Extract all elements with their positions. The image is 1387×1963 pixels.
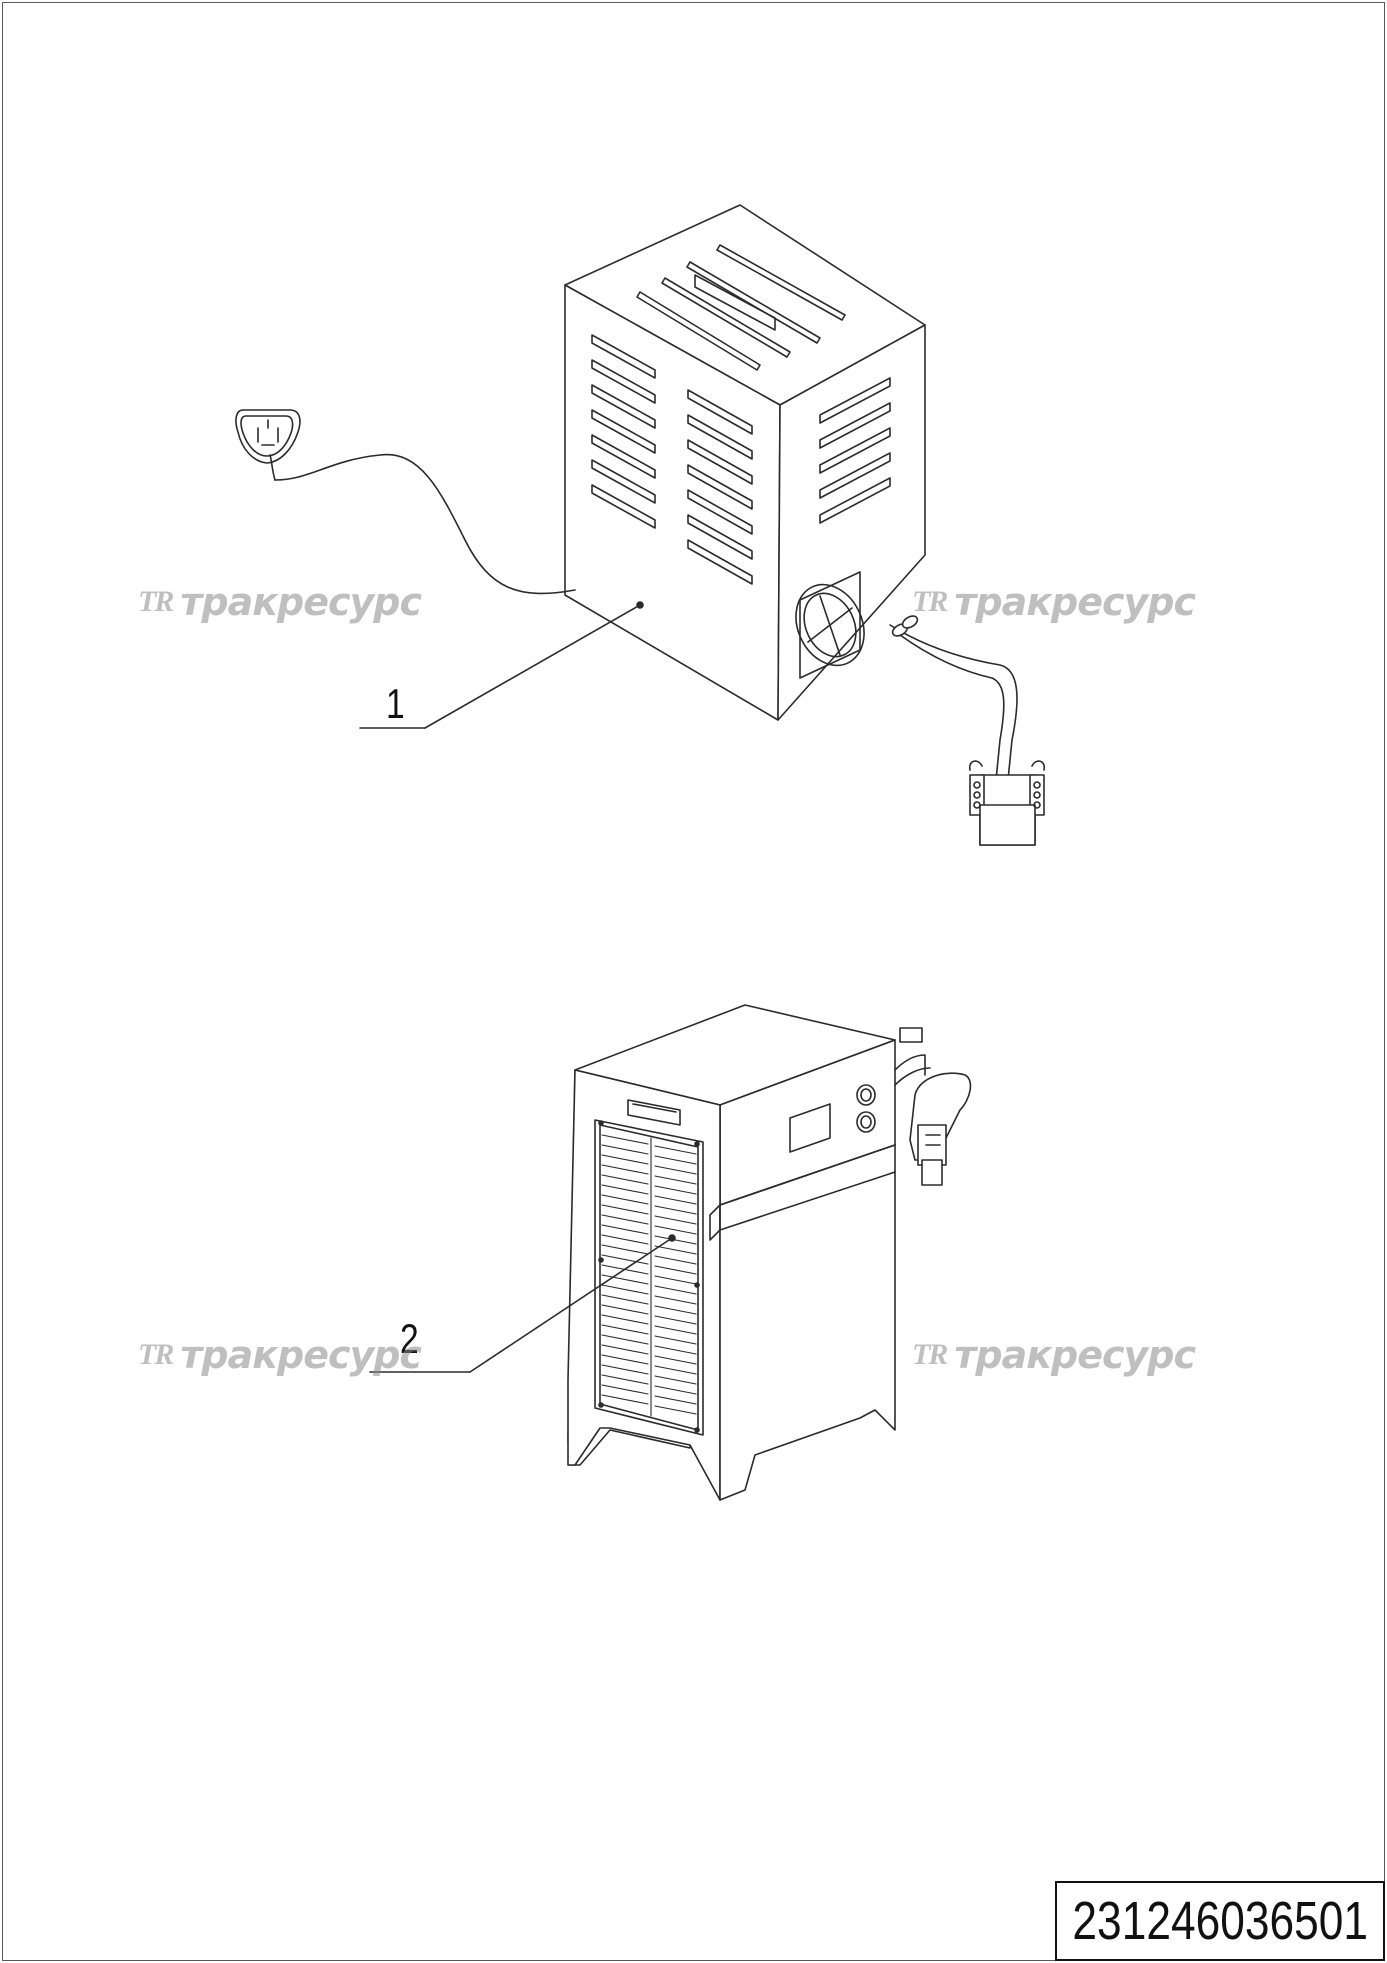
- front-vent-slots-left: [591, 334, 656, 529]
- watermark: TR тракресурс: [138, 580, 422, 624]
- battery-connector-2-icon: [909, 1072, 972, 1186]
- front-vent-slots-right: [687, 389, 753, 585]
- watermark-logo: TR: [138, 585, 174, 618]
- control-knobs: [856, 1084, 876, 1133]
- callout-2: 2: [400, 1315, 419, 1362]
- top-vent-slots: [636, 244, 846, 371]
- watermark: TR тракресурс: [912, 580, 1196, 624]
- grille-slots: [601, 1134, 697, 1417]
- watermark-text: тракресурс: [954, 580, 1196, 624]
- leader-line-1: [359, 601, 644, 729]
- watermark-logo: TR: [912, 1338, 948, 1371]
- callout-1: 1: [386, 680, 405, 727]
- watermark-logo: TR: [138, 1338, 174, 1371]
- side-vent-slots: [819, 377, 891, 524]
- watermark: TR тракресурс: [912, 1333, 1196, 1377]
- output-cable: [889, 615, 1018, 781]
- document-number: 231246036501: [1072, 1891, 1368, 1951]
- charger-unit-2: [369, 1004, 972, 1501]
- watermark-text: тракресурс: [180, 1333, 422, 1377]
- leader-line-2: [369, 1234, 676, 1373]
- watermark-logo: TR: [912, 585, 948, 618]
- charger-unit-1: [235, 204, 1046, 846]
- battery-connector-icon: [968, 760, 1046, 846]
- grille-screws: [598, 1120, 700, 1433]
- display-window: [789, 1103, 831, 1153]
- document-number-box: 231246036501: [1055, 1881, 1385, 1961]
- watermark-text: тракресурс: [954, 1333, 1196, 1377]
- power-cord: [269, 453, 576, 595]
- fan-grille: [795, 571, 865, 679]
- watermark: TR тракресурс: [138, 1333, 422, 1377]
- plug-icon: [235, 409, 301, 464]
- output-cable-2: [894, 1027, 931, 1086]
- watermark-text: тракресурс: [180, 580, 422, 624]
